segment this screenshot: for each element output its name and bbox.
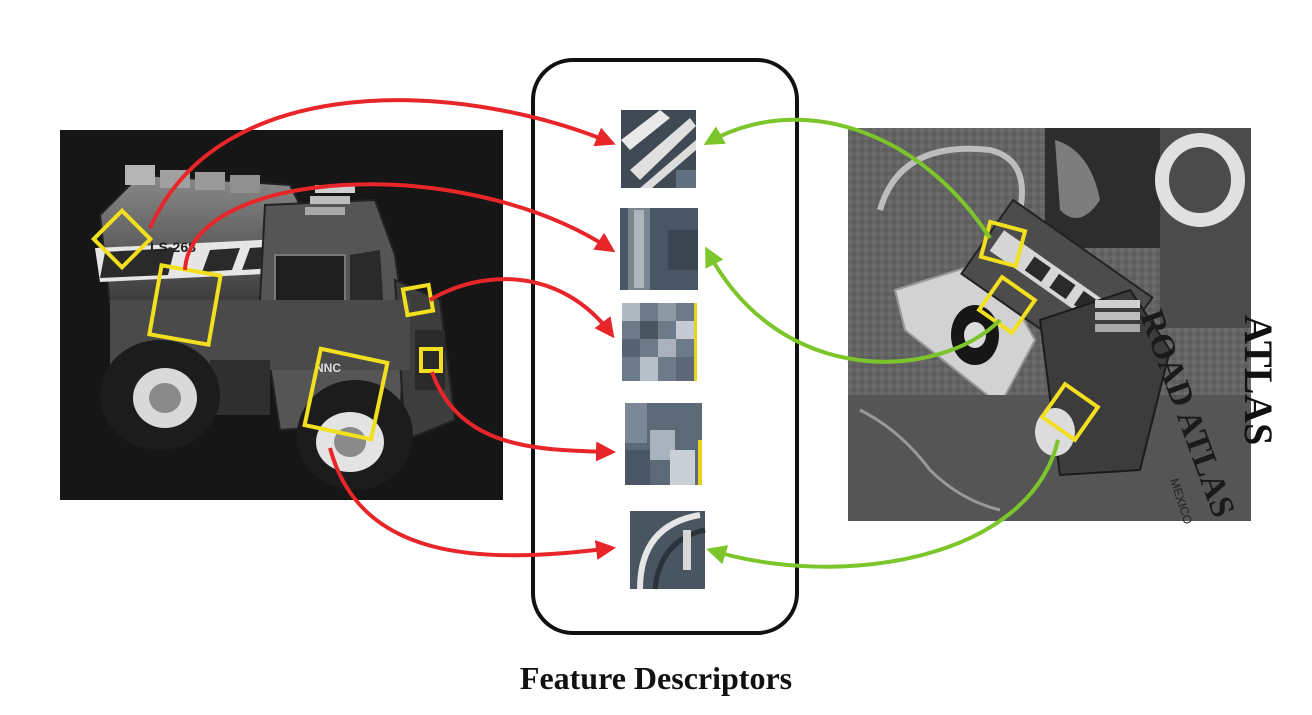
right-arrow-1 bbox=[703, 117, 992, 240]
right-keypoint-1 bbox=[978, 219, 1028, 269]
descriptor-patch-2 bbox=[620, 208, 698, 290]
left-keypoint-4 bbox=[419, 347, 443, 373]
left-arrow-2 bbox=[183, 182, 616, 271]
right-keypoint-2 bbox=[976, 274, 1038, 336]
right-arrow-2 bbox=[705, 246, 1002, 364]
left-keypoint-5 bbox=[302, 346, 390, 442]
diagram-caption: Feature Descriptors bbox=[519, 660, 793, 696]
truck-marking-ls268: LS-268 bbox=[150, 239, 196, 255]
right-keypoint-3 bbox=[1039, 381, 1101, 443]
right-match-arrows bbox=[703, 117, 1060, 569]
descriptor-patch-3 bbox=[622, 303, 697, 381]
atlas-spine-text: ATLAS bbox=[1236, 315, 1281, 445]
right-arrow-3 bbox=[706, 439, 1060, 569]
left-keypoint-1 bbox=[90, 207, 154, 271]
descriptor-patch-4 bbox=[625, 403, 702, 485]
left-truck-image: LS-268 NNC bbox=[60, 130, 503, 500]
right-keypoints bbox=[976, 219, 1101, 443]
left-arrow-4 bbox=[430, 371, 616, 462]
left-match-arrows bbox=[148, 98, 616, 560]
left-keypoint-2 bbox=[147, 263, 223, 347]
truck-marking-nnc: NNC bbox=[315, 361, 341, 375]
left-arrow-1 bbox=[148, 98, 616, 229]
left-arrow-5 bbox=[328, 447, 616, 560]
descriptor-patch-1 bbox=[621, 110, 696, 188]
right-scene-image: ATLAS ROAD ATLAS MEXICO bbox=[848, 128, 1281, 526]
left-arrow-3 bbox=[428, 277, 615, 339]
descriptor-patch-5 bbox=[630, 511, 706, 590]
